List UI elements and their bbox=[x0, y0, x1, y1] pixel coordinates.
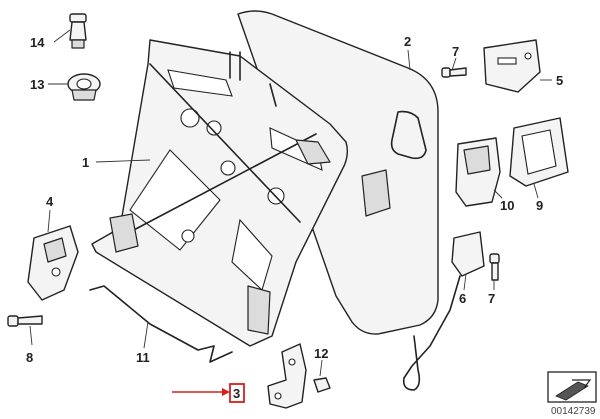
callout-6: 6 bbox=[459, 291, 466, 306]
callout-13: 13 bbox=[30, 77, 44, 92]
part-7-bolt-top bbox=[441, 67, 467, 78]
part-4-latch-bracket bbox=[27, 225, 79, 301]
part-3-lower-bracket bbox=[267, 343, 307, 409]
part-9-trim-bezel bbox=[509, 117, 569, 187]
part-12-nut bbox=[313, 377, 331, 393]
callout-3: 3 bbox=[233, 386, 240, 401]
callout-4: 4 bbox=[46, 194, 54, 209]
callout-7-top: 7 bbox=[452, 44, 459, 59]
diagram-code: 00142739 bbox=[551, 406, 596, 417]
part-13-grommet bbox=[67, 73, 101, 101]
highlight-arrow bbox=[172, 383, 245, 403]
callout-14: 14 bbox=[30, 35, 45, 50]
part-11-rod bbox=[89, 285, 233, 363]
callout-5: 5 bbox=[556, 73, 563, 88]
part-10-latch-lock bbox=[455, 137, 501, 207]
part-8-bolt bbox=[7, 315, 43, 327]
part-6-release-cable bbox=[402, 231, 485, 391]
callout-2: 2 bbox=[404, 34, 411, 49]
part-5-hinge-bracket bbox=[483, 39, 541, 93]
callout-10: 10 bbox=[500, 198, 514, 213]
part-14-push-button bbox=[69, 13, 87, 49]
part-1-backrest-frame bbox=[91, 39, 349, 347]
callout-1: 1 bbox=[82, 155, 89, 170]
part-7-bolt-bottom bbox=[489, 253, 500, 281]
highlight-box bbox=[229, 383, 245, 403]
callout-8: 8 bbox=[26, 350, 33, 365]
callout-9: 9 bbox=[536, 198, 543, 213]
leader-lines bbox=[29, 29, 552, 377]
diagram-logo bbox=[547, 371, 597, 403]
callout-12: 12 bbox=[314, 346, 328, 361]
callout-11: 11 bbox=[136, 350, 150, 365]
callout-7-bottom: 7 bbox=[488, 291, 495, 306]
